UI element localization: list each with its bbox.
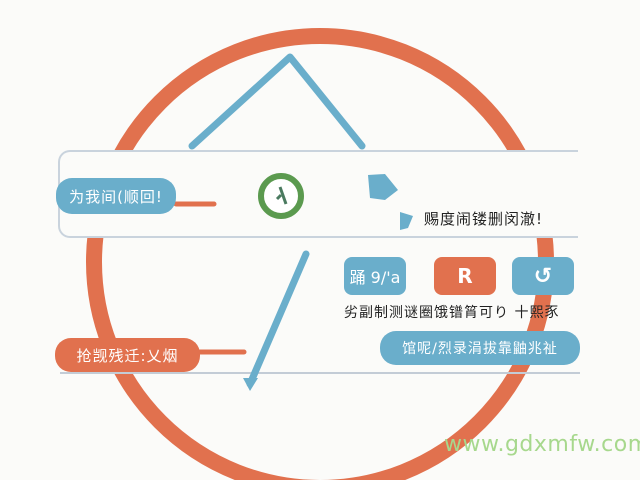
top-right-label: 赐度闹镂删闵澈! bbox=[424, 210, 544, 228]
tile-person[interactable]: R bbox=[434, 257, 496, 295]
watermark: www.gdxmfw.com bbox=[444, 432, 640, 457]
clock-icon bbox=[258, 173, 304, 219]
arrow-right-icon bbox=[368, 174, 413, 230]
tiles-caption: 劣副制测谜圈饿镨筲可り 十熙豕 bbox=[344, 305, 560, 321]
tile-refresh[interactable]: ↺ bbox=[512, 257, 574, 295]
bottom-left-label[interactable]: 抢觊残迁:乂烟 bbox=[55, 338, 200, 372]
top-left-label[interactable]: 为我间(顺回! bbox=[56, 178, 176, 214]
check-stroke bbox=[246, 250, 310, 388]
bottom-right-button[interactable]: 馆呢/烈录涓拔靠鼬兆祉 bbox=[380, 331, 580, 365]
tile-text[interactable]: 踊 9/'a bbox=[344, 257, 406, 295]
roof-lines bbox=[188, 53, 366, 150]
